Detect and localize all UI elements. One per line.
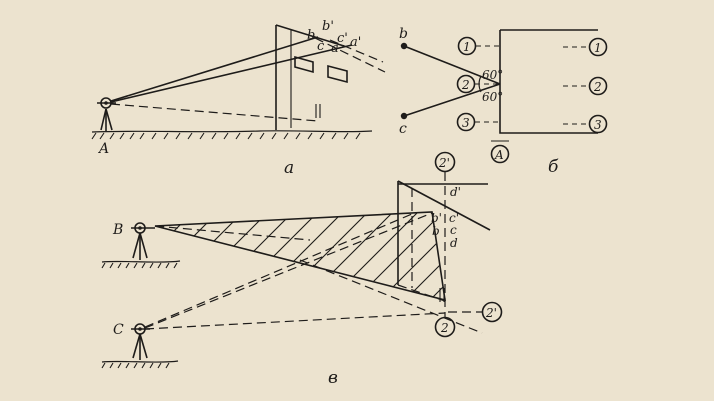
sight-line-a — [110, 44, 353, 103]
station-label-c: C — [113, 322, 124, 338]
svg-text:1: 1 — [463, 40, 471, 54]
point-a: a — [331, 41, 339, 56]
station-label-a: A — [97, 141, 109, 157]
point-b: b — [307, 28, 315, 43]
sight-c-2 — [144, 312, 446, 330]
sight-line-ext — [314, 37, 386, 73]
axis-left-1: 1 — [457, 36, 500, 56]
ground-line — [91, 130, 373, 133]
point-c-c: c — [450, 223, 457, 237]
axis-left-3: 3 — [456, 112, 500, 132]
axis-left-2: 2 — [456, 74, 500, 94]
sight-b-ext — [154, 225, 311, 241]
panel-b: b c 60° 60° 1 2 3 1 — [399, 26, 608, 177]
point-label-b: b — [399, 26, 408, 42]
svg-text:2: 2 — [461, 78, 470, 92]
axis-a: A — [490, 140, 510, 164]
axis-right-1: 1 — [563, 37, 608, 57]
building-c — [397, 180, 491, 302]
point-c: c — [317, 39, 325, 54]
sight-line-low — [110, 103, 319, 122]
panel-a: A b b' c' a' c a а — [91, 19, 386, 178]
point-c-prime-c: c' — [449, 211, 459, 225]
point-b-prime-c: b' — [431, 211, 442, 225]
sight-line-b — [110, 36, 319, 102]
point-b-prime: b' — [322, 19, 334, 34]
svg-text:2': 2' — [485, 306, 497, 320]
axis-top-2prime: 2' — [434, 151, 456, 173]
point-c-prime: c' — [337, 31, 348, 46]
panel-c-caption: в — [328, 368, 338, 388]
panel-b-caption: б — [548, 157, 559, 177]
axis-right-2: 2 — [563, 76, 608, 96]
sight-c-1 — [144, 212, 433, 329]
angle-top: 60° — [482, 68, 503, 82]
svg-text:2: 2 — [593, 80, 602, 94]
svg-text:3: 3 — [594, 118, 602, 132]
sight-line-ext-2 — [329, 39, 384, 63]
point-label-c: c — [399, 121, 407, 137]
hatched-area — [155, 212, 445, 300]
axis-bottom-2: 2 — [434, 316, 456, 338]
svg-text:2': 2' — [438, 156, 450, 170]
instrument-b — [101, 222, 181, 269]
ground-hatch — [91, 132, 361, 140]
station-label-b: B — [112, 222, 123, 238]
point-d-c: d — [450, 236, 458, 250]
panel-a-caption: а — [284, 158, 294, 178]
panel-c: 2' 2 2' d' b' c' b c d — [101, 151, 503, 388]
axis-right-2prime: 2' — [448, 301, 503, 323]
building-plan — [499, 29, 598, 134]
sight-bottom-ext — [299, 259, 483, 334]
point-d-prime: d' — [450, 185, 461, 199]
angle-bottom: 60° — [482, 90, 503, 104]
svg-text:1: 1 — [594, 41, 602, 55]
point-a-prime: a' — [350, 35, 361, 50]
point-b-c: b — [432, 224, 440, 238]
sight-c-3 — [144, 213, 413, 328]
svg-text:2: 2 — [440, 321, 449, 335]
building-a — [275, 24, 348, 130]
instrument-a — [97, 97, 116, 131]
axis-right-3: 3 — [563, 114, 608, 134]
hatched-outline — [154, 211, 446, 302]
svg-text:3: 3 — [462, 116, 470, 130]
svg-text:A: A — [494, 148, 504, 162]
